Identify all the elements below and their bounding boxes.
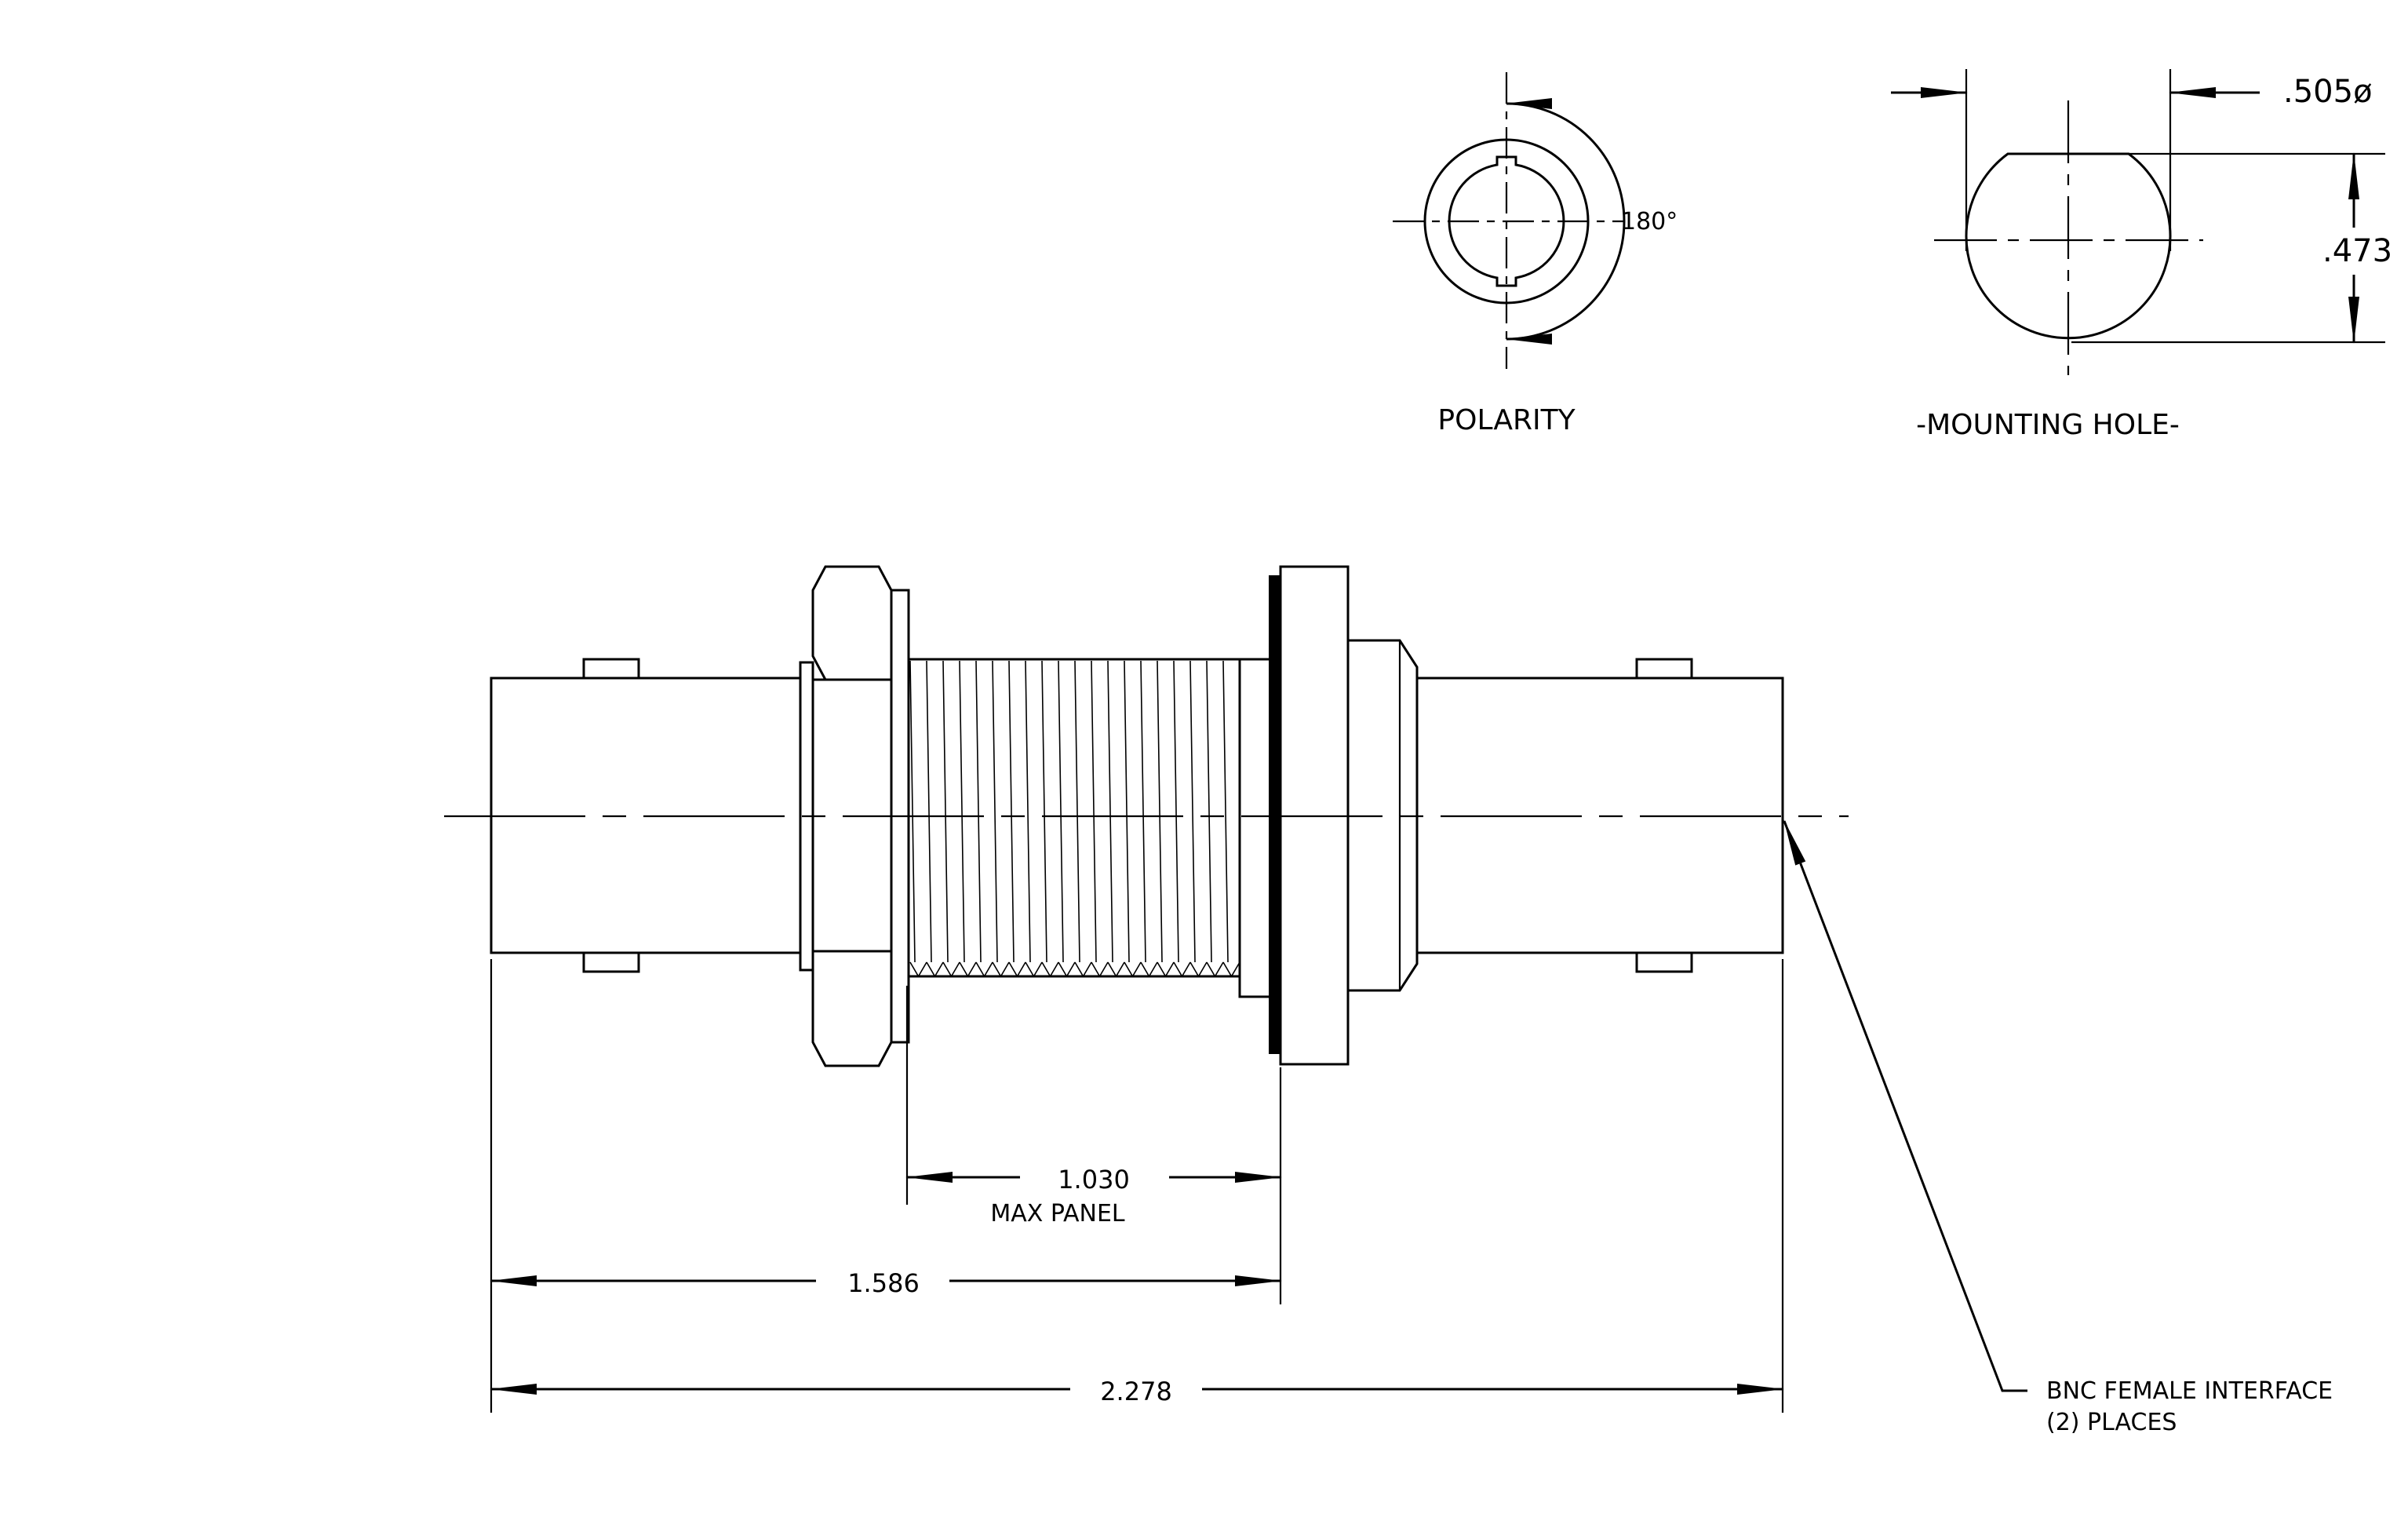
polarity-angle: 180° <box>1621 208 1678 235</box>
hole-flat-value: .473 <box>2322 233 2392 269</box>
panel-dim-note: MAX PANEL <box>990 1200 1125 1227</box>
dimension-lines: 1.030 MAX PANEL 1.586 2.278 <box>490 959 1784 1413</box>
connector-side-view <box>444 565 1849 1067</box>
panel-dim-value: 1.030 <box>1058 1165 1130 1195</box>
polarity-label: POLARITY <box>1437 404 1576 436</box>
interface-callout: BNC FEMALE INTERFACE (2) PLACES <box>1783 819 2333 1436</box>
mounting-hole-view: .505ø .473 -MOUNTING HOLE- <box>1891 69 2392 441</box>
hole-diameter-value: .505ø <box>2283 74 2373 110</box>
mounting-hole-label: -MOUNTING HOLE- <box>1916 409 2180 441</box>
overall-dim-value: 2.278 <box>1100 1377 1172 1406</box>
callout-line-1: BNC FEMALE INTERFACE <box>2046 1377 2333 1405</box>
flange-dim-value: 1.586 <box>847 1268 920 1298</box>
thread-lines <box>909 660 1240 978</box>
callout-line-2: (2) PLACES <box>2046 1409 2177 1436</box>
polarity-view: 180° POLARITY <box>1393 72 1678 436</box>
